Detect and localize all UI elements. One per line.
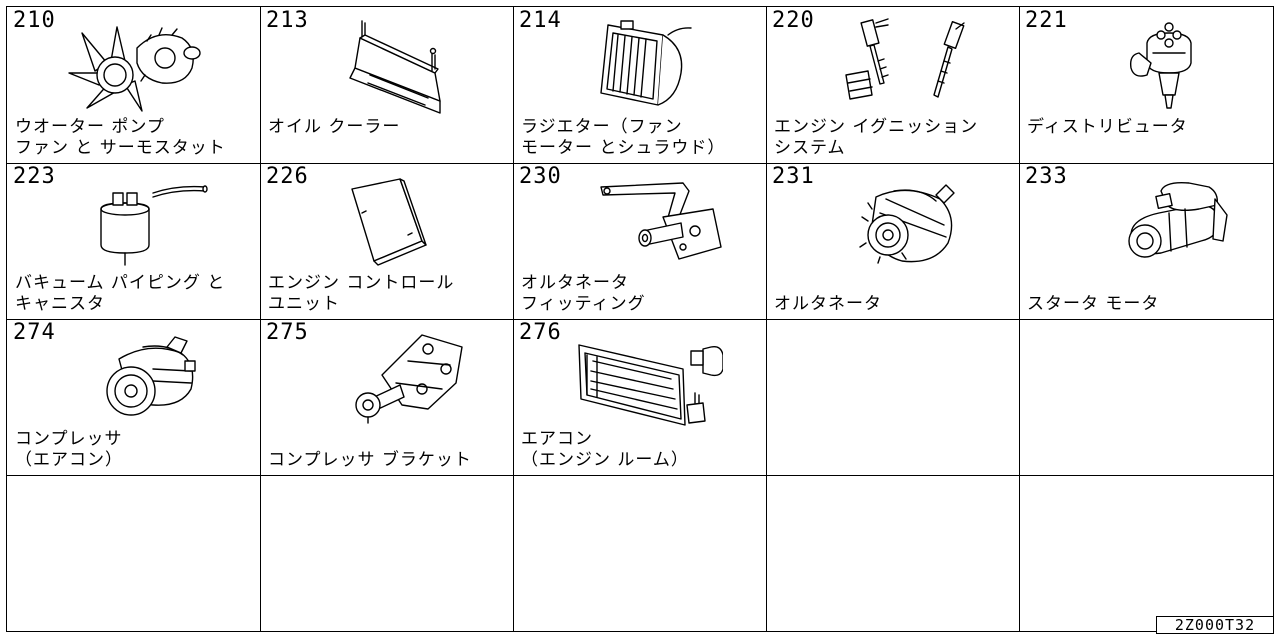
alternator-icon — [859, 184, 955, 264]
part-number: 210 — [13, 8, 56, 33]
part-number: 220 — [772, 8, 815, 33]
compressor-icon — [106, 336, 196, 416]
part-name: バキューム パイピング と キャニスタ — [15, 273, 225, 315]
part-cell-274[interactable]: 274 コンプレッサ （エアコン） — [7, 319, 260, 475]
part-number: 231 — [772, 164, 815, 189]
part-number: 233 — [1025, 164, 1068, 189]
part-name-line2: システム — [774, 138, 846, 158]
part-number: 214 — [519, 8, 562, 33]
part-name-line1 — [1027, 273, 1159, 294]
part-cell-220[interactable]: 220 エンジン イグニッション システム — [766, 7, 1019, 163]
compressor-bracket-icon — [355, 334, 463, 424]
part-name-line2: コンプレッサ ブラケット — [268, 450, 472, 470]
part-cell-210[interactable]: 210 ウオーター ポンプ ファン と サーモスタット — [7, 7, 260, 163]
part-cell-223[interactable]: 223 バキューム パイピング と キャニスタ — [7, 163, 260, 319]
part-name-line1 — [774, 273, 882, 294]
grid-divider — [7, 475, 1273, 476]
part-cell-213[interactable]: 213 オイル クーラー — [260, 7, 513, 163]
part-number: 275 — [266, 320, 309, 345]
part-name: エアコン （エンジン ルーム） — [521, 429, 689, 471]
part-name-line1: バキューム パイピング と — [15, 273, 226, 293]
starter-motor-icon — [1128, 181, 1228, 258]
part-name: オイル クーラー — [268, 117, 400, 138]
part-name-line2: （エンジン ルーム） — [521, 450, 689, 470]
part-name-line2: モーター とシュラウド） — [521, 138, 726, 158]
part-name: コンプレッサ ブラケット — [268, 429, 472, 471]
part-name-line2: ユニット — [268, 294, 340, 314]
oil-cooler-icon — [349, 20, 441, 114]
part-number: 230 — [519, 164, 562, 189]
part-name: ディストリビュータ — [1027, 117, 1188, 138]
part-name: エンジン イグニッション システム — [774, 117, 978, 159]
vacuum-canister-icon — [100, 185, 208, 266]
part-number: 274 — [13, 320, 56, 345]
part-name-line1 — [268, 429, 472, 450]
part-number: 276 — [519, 320, 562, 345]
part-cell-230[interactable]: 230 オルタネータ フィッティング — [513, 163, 766, 319]
radiator-icon — [600, 20, 692, 106]
part-name: オルタネータ — [774, 273, 882, 315]
part-name-line2: オルタネータ — [774, 294, 882, 314]
part-name-line1: コンプレッサ — [15, 429, 123, 449]
part-name-line1: ラジエター（ファン — [521, 117, 683, 137]
part-cell-275[interactable]: 275 コンプレッサ ブラケット — [260, 319, 513, 475]
part-name: エンジン コントロール ユニット — [268, 273, 454, 315]
diagram-code: 2Z000T32 — [1156, 616, 1274, 634]
part-name-line1: オルタネータ — [521, 273, 629, 293]
part-cell-231[interactable]: 231 オルタネータ — [766, 163, 1019, 319]
part-name: コンプレッサ （エアコン） — [15, 429, 123, 471]
grid-divider — [7, 163, 1273, 164]
part-cell-276[interactable]: 276 エアコン （エンジン ルーム） — [513, 319, 766, 475]
ecu-icon — [351, 178, 427, 266]
part-number: 221 — [1025, 8, 1068, 33]
part-name-line1: ディストリビュータ — [1027, 117, 1188, 137]
part-name-line1: ウオーター ポンプ — [15, 117, 165, 137]
grid-divider — [7, 319, 1273, 320]
part-cell-221[interactable]: 221 ディストリビュータ — [1019, 7, 1272, 163]
part-number: 226 — [266, 164, 309, 189]
part-name-line2: スタータ モータ — [1027, 294, 1160, 314]
part-name-line2: キャニスタ — [15, 294, 105, 314]
ignition-icon — [845, 18, 965, 100]
part-name-line2: ファン と サーモスタット — [15, 138, 226, 158]
part-name: ラジエター（ファン モーター とシュラウド） — [521, 117, 725, 159]
part-name-line1: エンジン イグニッション — [774, 117, 979, 137]
part-name-line1: エンジン コントロール — [268, 273, 455, 293]
part-name: オルタネータ フィッティング — [521, 273, 646, 315]
part-number: 213 — [266, 8, 309, 33]
part-name: スタータ モータ — [1027, 273, 1159, 315]
part-name: ウオーター ポンプ ファン と サーモスタット — [15, 117, 226, 159]
water-pump-icon — [68, 26, 201, 112]
part-number: 223 — [13, 164, 56, 189]
part-name-line2: （エアコン） — [15, 450, 123, 470]
part-cell-233[interactable]: 233 スタータ モータ — [1019, 163, 1272, 319]
alternator-bracket-icon — [600, 182, 722, 260]
aircon-condenser-icon — [578, 344, 723, 426]
part-name-line2: フィッティング — [521, 294, 646, 314]
part-name-line1: エアコン — [521, 429, 593, 449]
parts-index-grid: 210 ウオーター ポンプ ファン と サーモスタット 213 — [6, 6, 1274, 632]
part-cell-226[interactable]: 226 エンジン コントロール ユニット — [260, 163, 513, 319]
part-name-line1: オイル クーラー — [268, 117, 401, 137]
distributor-icon — [1129, 22, 1192, 109]
part-cell-214[interactable]: 214 ラジエター（ファン モーター とシュラウド） — [513, 7, 766, 163]
